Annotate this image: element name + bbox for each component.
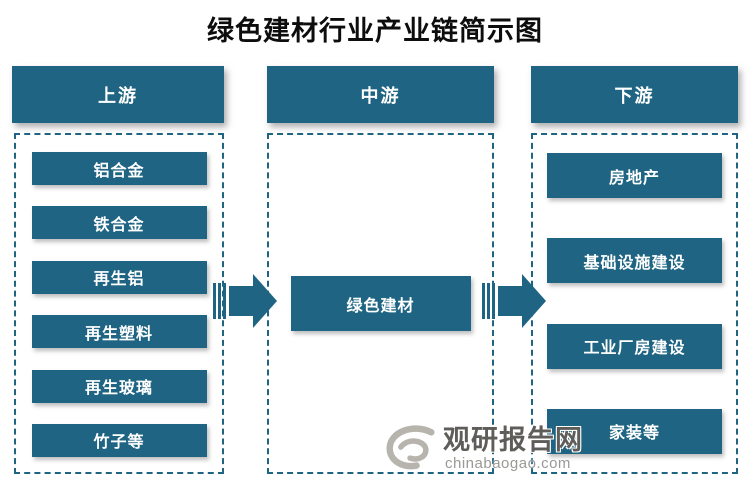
upstream-item: 竹子等 bbox=[31, 423, 207, 457]
flow-arrow-icon bbox=[213, 274, 277, 328]
midstream-container: 绿色建材 bbox=[267, 133, 494, 474]
column-header-midstream: 中游 bbox=[267, 66, 494, 123]
watermark-swirl-icon bbox=[386, 425, 435, 470]
watermark-texts: 观研报告网 chinabaogao.com bbox=[443, 425, 583, 472]
column-header-upstream: 上游 bbox=[12, 66, 224, 123]
watermark-site-name: 观研报告网 bbox=[443, 424, 583, 455]
downstream-item: 工业厂房建设 bbox=[547, 323, 722, 369]
downstream-item: 基础设施建设 bbox=[547, 238, 722, 284]
watermark-site-url: chinabaogao.com bbox=[445, 454, 571, 472]
midstream-item: 绿色建材 bbox=[290, 276, 471, 331]
column-header-downstream: 下游 bbox=[531, 66, 738, 123]
upstream-item: 再生塑料 bbox=[31, 315, 207, 349]
upstream-item: 铁合金 bbox=[31, 206, 207, 240]
upstream-item: 再生玻璃 bbox=[31, 369, 207, 403]
downstream-item: 家装等 bbox=[547, 408, 722, 454]
flow-arrow-icon bbox=[482, 274, 546, 328]
watermark: 观研报告网 chinabaogao.com bbox=[383, 424, 583, 472]
upstream-item: 再生铝 bbox=[31, 260, 207, 294]
upstream-container: 铝合金 铁合金 再生铝 再生塑料 再生玻璃 竹子等 bbox=[14, 133, 224, 474]
downstream-item: 房地产 bbox=[547, 153, 722, 198]
upstream-item: 铝合金 bbox=[31, 152, 207, 185]
page-title: 绿色建材行业产业链简示图 bbox=[207, 16, 543, 46]
downstream-container: 房地产 基础设施建设 工业厂房建设 家装等 bbox=[531, 133, 738, 474]
